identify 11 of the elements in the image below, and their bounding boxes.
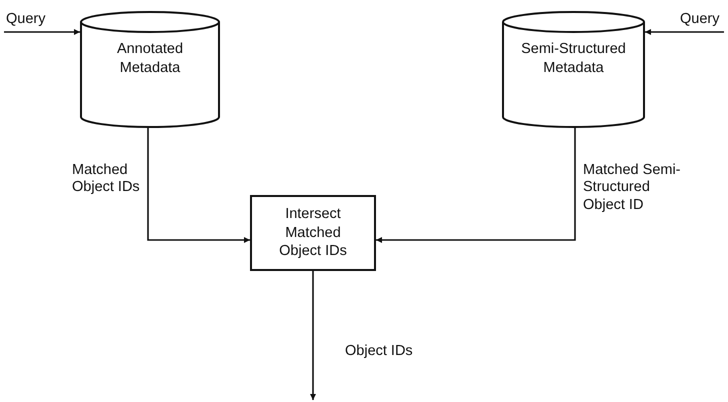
database-cylinder [502, 12, 645, 127]
node-label: Annotated Metadata [116, 40, 184, 78]
arrow [147, 127, 250, 243]
arrow [4, 29, 80, 35]
arrow [645, 29, 724, 35]
node-label: Intersect Matched Object IDs [278, 204, 348, 262]
node-label: Semi-Structured Metadata [520, 40, 627, 78]
process-box [250, 195, 376, 271]
database-cylinder [80, 12, 220, 127]
arrow [376, 127, 576, 243]
arrow [310, 271, 316, 400]
